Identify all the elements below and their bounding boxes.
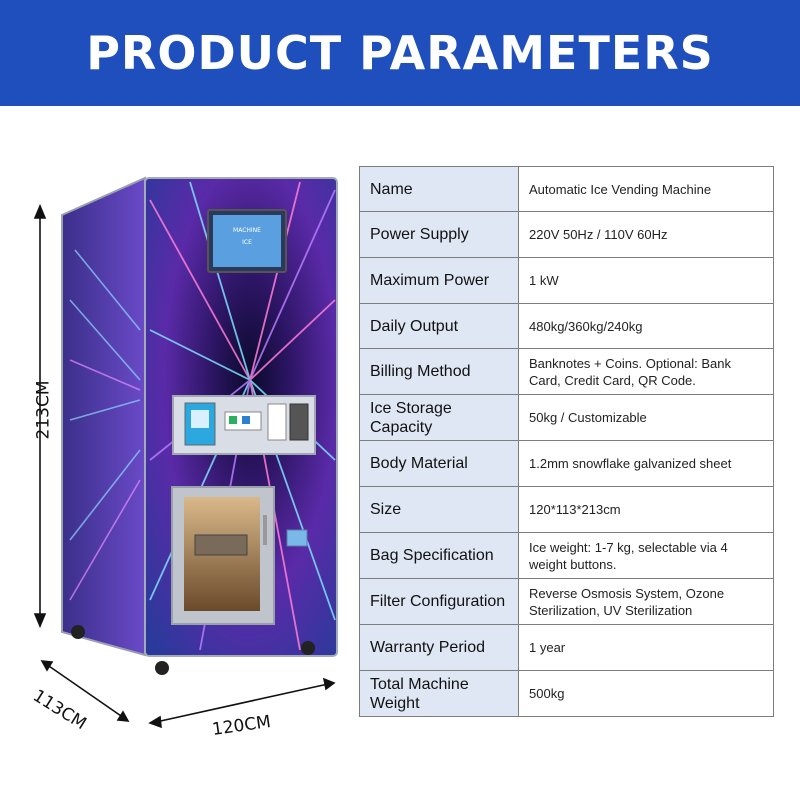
side-light-streaks — [69, 249, 141, 541]
param-value: Ice weight: 1-7 kg, selectable via 4 wei… — [518, 532, 774, 579]
dispenser-handle — [263, 515, 267, 545]
param-key: Total Machine Weight — [359, 670, 519, 717]
param-value: 50kg / Customizable — [518, 394, 774, 441]
param-value: Automatic Ice Vending Machine — [518, 166, 774, 212]
table-row: Power Supply 220V 50Hz / 110V 60Hz — [359, 211, 774, 258]
ice-vending-machine-illustration: MACHINE ICE — [33, 176, 338, 729]
wheel — [71, 625, 85, 639]
param-value: 1 kW — [518, 257, 774, 304]
param-value: 500kg — [518, 670, 774, 717]
dimension-arrows — [33, 203, 336, 729]
table-row: Ice Storage Capacity 50kg / Customizable — [359, 394, 774, 441]
table-row: Warranty Period 1 year — [359, 624, 774, 671]
param-key: Billing Method — [359, 348, 519, 395]
param-key: Bag Specification — [359, 532, 519, 579]
bill-acceptor — [267, 403, 287, 441]
table-row: Bag Specification Ice weight: 1-7 kg, se… — [359, 532, 774, 579]
screen-text-line1: MACHINE — [233, 227, 261, 234]
param-value: Reverse Osmosis System, Ozone Sterilizat… — [518, 578, 774, 625]
param-key: Daily Output — [359, 303, 519, 349]
param-value: 1.2mm snowflake galvanized sheet — [518, 440, 774, 487]
table-row: Name Automatic Ice Vending Machine — [359, 166, 774, 212]
param-key: Name — [359, 166, 519, 212]
table-row: Size 120*113*213cm — [359, 486, 774, 533]
param-value: Banknotes + Coins. Optional: Bank Card, … — [518, 348, 774, 395]
header-banner: PRODUCT PARAMETERS — [0, 0, 800, 106]
param-key: Maximum Power — [359, 257, 519, 304]
table-row: Body Material 1.2mm snowflake galvanized… — [359, 440, 774, 487]
side-button — [286, 529, 308, 547]
screen-text-line2: ICE — [242, 239, 252, 246]
param-key: Size — [359, 486, 519, 533]
height-dimension-label: 213CM — [33, 380, 54, 440]
param-key: Filter Configuration — [359, 578, 519, 625]
param-key: Power Supply — [359, 211, 519, 258]
coin-slot — [289, 403, 309, 441]
page-title: PRODUCT PARAMETERS — [86, 26, 714, 80]
param-value: 120*113*213cm — [518, 486, 774, 533]
param-key: Body Material — [359, 440, 519, 487]
wheel — [301, 641, 315, 655]
wheel — [155, 661, 169, 675]
table-row: Total Machine Weight 500kg — [359, 670, 774, 717]
param-key: Ice Storage Capacity — [359, 394, 519, 441]
machine-side-panel — [61, 176, 146, 657]
param-value: 1 year — [518, 624, 774, 671]
table-row: Filter Configuration Reverse Osmosis Sys… — [359, 578, 774, 625]
param-value: 220V 50Hz / 110V 60Hz — [518, 211, 774, 258]
table-row: Maximum Power 1 kW — [359, 257, 774, 304]
param-key: Warranty Period — [359, 624, 519, 671]
table-row: Daily Output 480kg/360kg/240kg — [359, 303, 774, 349]
table-row: Billing Method Banknotes + Coins. Option… — [359, 348, 774, 395]
parameters-table: Name Automatic Ice Vending Machine Power… — [359, 166, 774, 717]
param-value: 480kg/360kg/240kg — [518, 303, 774, 349]
